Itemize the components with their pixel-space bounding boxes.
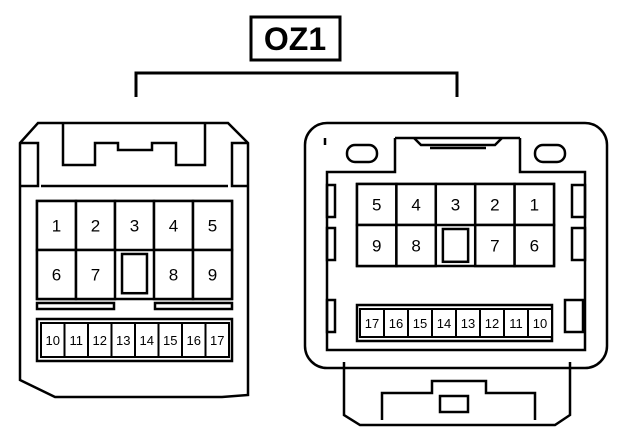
right-pin-cell	[513, 223, 556, 268]
right-connector-lower-tab	[342, 362, 572, 427]
left-small-pin-cell	[204, 322, 230, 358]
right-small-pin-cell	[455, 308, 481, 338]
right-small-pin-number: 13	[461, 316, 475, 331]
right-small-pin-number: 10	[533, 316, 547, 331]
right-pin-number: 4	[411, 196, 420, 215]
left-pin-number: 6	[52, 266, 61, 285]
left-pin-number: 7	[91, 266, 100, 285]
left-pin-number: 5	[208, 217, 217, 236]
left-pin-number: 4	[169, 217, 178, 236]
label-bracket	[134, 71, 459, 97]
right-connector-latch	[323, 136, 587, 352]
right-pin-number: 1	[530, 196, 539, 215]
left-pin-cell	[35, 248, 78, 301]
left-pin-number: 9	[208, 266, 217, 285]
left-pin-number: 3	[130, 217, 139, 236]
left-small-pin-number: 12	[93, 333, 107, 348]
right-small-pin-cell	[479, 308, 505, 338]
left-pin-cell	[152, 199, 195, 252]
right-connector-pins: 5 4 3 2 1 9 8 7 6 17 16 15 14 13 12 11 10	[355, 182, 556, 338]
right-pin-cell	[434, 182, 477, 227]
left-pin-number: 2	[91, 217, 100, 236]
right-connector-housing	[303, 121, 609, 370]
left-connector-housing	[18, 121, 250, 399]
left-pin-number: 1	[52, 217, 61, 236]
right-pin-number: 6	[530, 237, 539, 256]
right-small-pin-number: 17	[365, 316, 379, 331]
right-pin-number: 7	[490, 237, 499, 256]
right-small-pin-cell	[503, 308, 529, 338]
left-pin-cell	[113, 199, 156, 252]
right-connector	[303, 121, 609, 427]
left-key-bar-2	[153, 301, 234, 311]
right-small-pin-cell	[527, 308, 553, 338]
right-pin-number: 2	[490, 196, 499, 215]
left-small-pin-number: 11	[70, 333, 84, 348]
right-small-pin-number: 11	[509, 316, 523, 331]
right-pin-cell	[395, 223, 438, 268]
left-small-pin-number: 16	[187, 333, 201, 348]
right-small-pin-number: 14	[437, 316, 451, 331]
right-keyway	[441, 227, 470, 264]
connector-label-text: OZ1	[264, 21, 326, 57]
connector-label: OZ1	[249, 15, 342, 62]
left-pin-cell	[74, 248, 117, 301]
right-small-pin-number: 12	[485, 316, 499, 331]
left-small-pin-number: 10	[46, 333, 60, 348]
left-connector-latch	[61, 123, 207, 167]
right-small-pin-number: 15	[413, 316, 427, 331]
right-pin-cell	[473, 223, 516, 268]
left-key-bar-1	[35, 301, 116, 311]
left-small-pin-number: 14	[140, 333, 154, 348]
right-pin-number: 5	[372, 196, 381, 215]
left-pin-cell	[152, 248, 195, 301]
left-pin-number: 8	[169, 266, 178, 285]
left-keyway	[120, 252, 149, 295]
left-pin-cell	[191, 248, 234, 301]
right-pin-number: 8	[411, 237, 420, 256]
right-pin-number: 9	[372, 237, 381, 256]
right-pin-number: 3	[451, 196, 460, 215]
right-small-pin-number: 16	[389, 316, 403, 331]
right-small-pin-cell	[383, 308, 409, 338]
left-small-pin-number: 13	[116, 333, 130, 348]
left-pin-cell	[191, 199, 234, 252]
left-small-pin-number: 15	[163, 333, 177, 348]
left-small-pin-number: 17	[210, 333, 224, 348]
